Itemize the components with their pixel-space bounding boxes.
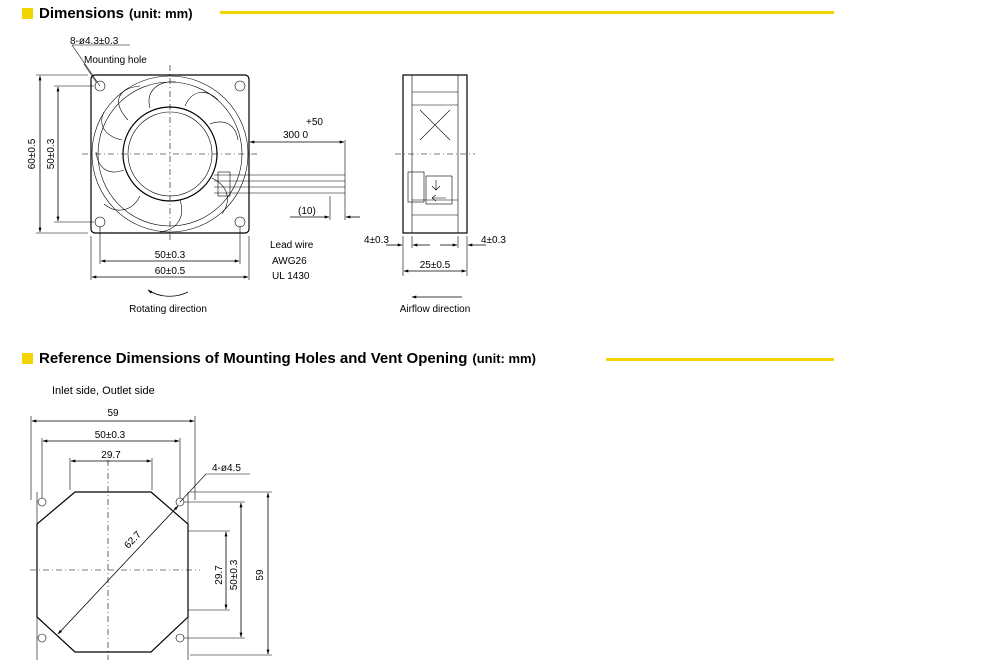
ul-label: UL 1430 (272, 271, 310, 282)
right-50-dim: 50±0.3 (229, 559, 240, 590)
hole-spec-label: 8-ø4.3±0.3 (70, 36, 119, 47)
flange-left-dim: 4±0.3 (364, 235, 389, 246)
right-59-dim: 59 (255, 569, 266, 581)
vent-opening-view: 62.7 (30, 460, 200, 660)
right-29-dim: 29.7 (214, 565, 225, 585)
mounting-hole-label: Mounting hole (84, 55, 147, 66)
header-rule (606, 358, 834, 361)
side-view-dimensions: 4±0.3 4±0.3 25±0.5 Airflow direction (364, 235, 506, 315)
section-unit: (unit: mm) (472, 351, 536, 366)
reference-subtitle: Inlet side, Outlet side (52, 385, 155, 397)
diagonal-dim: 62.7 (123, 529, 145, 551)
top-59-dim: 59 (107, 408, 119, 419)
fan-front-view (82, 65, 345, 242)
rotating-direction-label: Rotating direction (129, 304, 207, 315)
awg-label: AWG26 (272, 256, 307, 267)
wire-tip-dim: (10) (298, 206, 316, 217)
outer-height-dim: 60±0.5 (27, 138, 38, 169)
wire-tolerance: +50 (306, 117, 323, 128)
fan-side-view (395, 74, 475, 234)
header-square-icon (22, 353, 33, 364)
front-view-dimensions: 8-ø4.3±0.3 Mounting hole 60±0.5 50±0.3 5… (27, 36, 360, 315)
lead-wire-label: Lead wire (270, 240, 314, 251)
flange-right-dim: 4±0.3 (481, 235, 506, 246)
top-29-dim: 29.7 (101, 450, 121, 461)
top-50-dim: 50±0.3 (95, 430, 126, 441)
header-rule (220, 11, 834, 14)
header-square-icon (22, 8, 33, 19)
depth-dim: 25±0.5 (420, 260, 451, 271)
wire-length-dim: 300 0 (283, 130, 308, 141)
section-header-reference: Reference Dimensions of Mounting Holes a… (22, 350, 536, 367)
section-title: Reference Dimensions of Mounting Holes a… (39, 350, 468, 367)
section-header-dimensions: Dimensions (unit: mm) (22, 5, 193, 22)
airflow-direction-label: Airflow direction (400, 304, 471, 315)
hole-height-dim: 50±0.3 (46, 138, 57, 169)
hole-width-dim: 50±0.3 (155, 250, 186, 261)
section-title: Dimensions (39, 5, 125, 22)
outer-width-dim: 60±0.5 (155, 266, 186, 277)
section-unit: (unit: mm) (129, 6, 193, 21)
hole-4-spec: 4-ø4.5 (212, 463, 241, 474)
reference-dimensions: 59 50±0.3 29.7 4-ø4.5 29.7 50±0.3 59 (30, 408, 272, 656)
